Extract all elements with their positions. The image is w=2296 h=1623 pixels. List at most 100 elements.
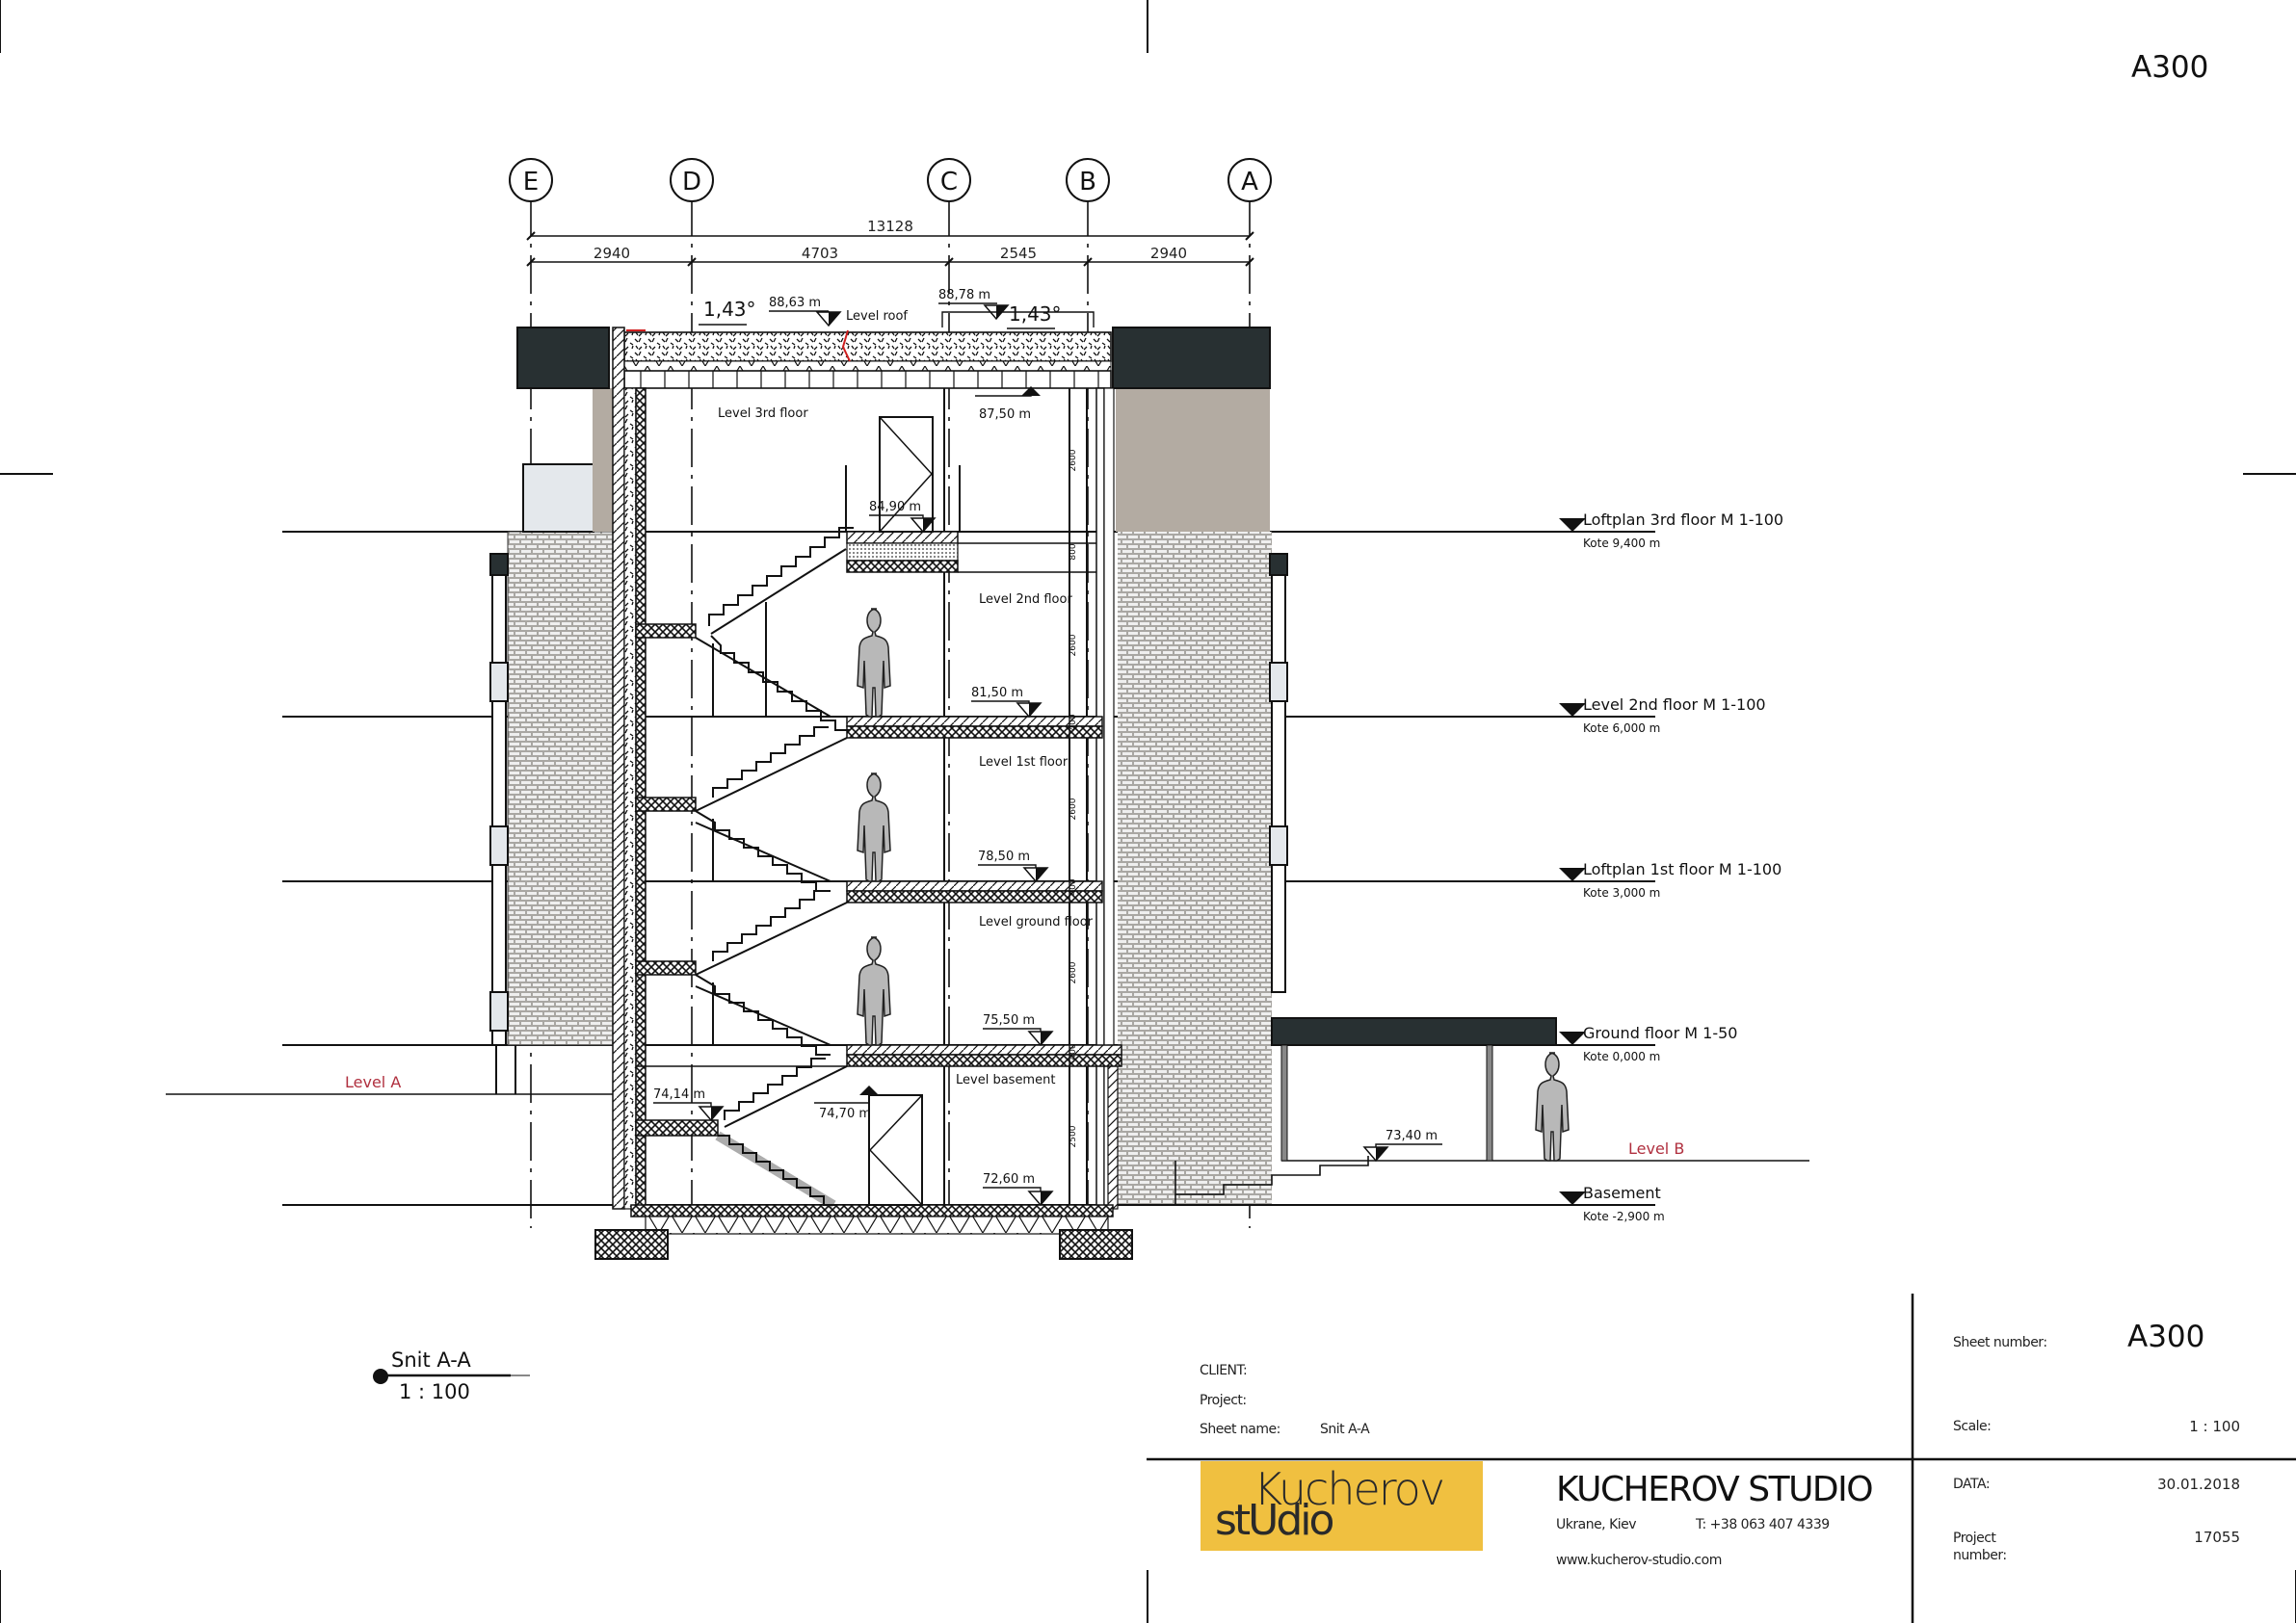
interior-level-label: Level basement: [956, 1073, 1055, 1087]
level-marker-name: Loftplan 1st floor M 1-100: [1583, 860, 1781, 878]
grid-label-b: B: [1079, 168, 1096, 196]
height-dim: 400: [1069, 1043, 1078, 1060]
level-marker-name: Level 2nd floor M 1-100: [1583, 695, 1766, 714]
sheet-name-label: Sheet name:: [1200, 1422, 1280, 1437]
exterior-steps: [1174, 1156, 1369, 1205]
view-title: Snit A-A: [391, 1348, 471, 1372]
project-label: Project:: [1200, 1393, 1247, 1408]
stairs: [695, 527, 854, 1206]
person-silhouette-2nd: [857, 608, 891, 718]
roof-elev-right: 88,78 m: [938, 288, 990, 302]
studio-logo: Kucherov stUdio: [1201, 1461, 1483, 1551]
right-brick-facade: [1118, 532, 1272, 1204]
left-upper-cladding: [593, 388, 614, 532]
person-silhouette-terrace: [1535, 1052, 1570, 1162]
sheet-number-value: A300: [2127, 1320, 2205, 1354]
logo-line-1: Kucherov: [1254, 1463, 1445, 1515]
roof-level-label: Level roof: [846, 309, 908, 324]
left-wall-insulation: [623, 387, 637, 1210]
roof-elev-left: 88,63 m: [769, 296, 821, 310]
roof-edge-left: [516, 327, 610, 389]
loft-landing-slab: [846, 531, 959, 544]
left-brick-facade: [508, 532, 614, 1045]
roof-edge-right: [1112, 327, 1271, 389]
grid-label-e: E: [523, 168, 539, 196]
sheet-number-corner: A300: [2131, 50, 2209, 85]
spot-elevation: 87,50 m: [979, 407, 1031, 422]
roof-screed: [623, 331, 1112, 362]
height-dim: 400: [1069, 714, 1078, 730]
spot-elevation: 81,50 m: [971, 686, 1023, 700]
interior-level-label: Level 1st floor: [979, 755, 1069, 770]
height-dim: 2500: [1069, 1125, 1078, 1147]
date-label: DATA:: [1953, 1477, 1991, 1492]
right-upper-cladding: [1116, 388, 1270, 532]
scale-label: Scale:: [1953, 1419, 1992, 1434]
dim-d-c: 4703: [802, 245, 838, 262]
sheet-name-value: Snit A-A: [1320, 1422, 1370, 1437]
dim-b-a: 2940: [1150, 245, 1187, 262]
title-block-frame: [1147, 1294, 2296, 1623]
dim-overall: 13128: [867, 218, 913, 235]
date-value: 30.01.2018: [2157, 1476, 2240, 1493]
spot-elevation: 84,90 m: [869, 500, 921, 514]
canopy-post: [1486, 1044, 1493, 1162]
height-dim: 2600: [1069, 798, 1078, 820]
entrance-canopy: [1271, 1017, 1557, 1046]
level-marker-kote: Kote 0,000 m: [1583, 1050, 1660, 1063]
person-silhouette-ground: [857, 936, 891, 1046]
spot-elevation: 74,70 m: [819, 1107, 871, 1121]
height-dim: 2600: [1069, 634, 1078, 656]
grid-label-c: C: [940, 168, 958, 196]
floor-slabs: [594, 716, 1133, 1260]
dim-c-b: 2545: [1000, 245, 1037, 262]
level-marker-kote: Kote 6,000 m: [1583, 721, 1660, 735]
sheet-number-label: Sheet number:: [1953, 1335, 2047, 1350]
interior-level-label: Level ground floor: [979, 915, 1094, 929]
logo-line-2: stUdio: [1215, 1496, 1334, 1545]
reference-level-b: Level B: [1628, 1139, 1684, 1158]
right-window-frames: [1269, 553, 1288, 993]
person-silhouette-1st: [857, 772, 891, 882]
spot-elevation: 73,40 m: [1386, 1129, 1438, 1143]
height-dim: 800: [1069, 543, 1078, 560]
door-basement: [868, 1094, 923, 1206]
height-dim: 2600: [1069, 449, 1078, 471]
studio-location: Ukrane, Kiev: [1556, 1517, 1637, 1532]
interior-level-label: Level 3rd floor: [718, 406, 808, 421]
client-label: CLIENT:: [1200, 1363, 1248, 1378]
dimension-lines: [526, 231, 1254, 267]
reference-level-a: Level A: [345, 1073, 401, 1091]
door-3rd-floor: [879, 416, 934, 533]
spot-elevation: 72,60 m: [983, 1172, 1035, 1187]
grid-bubbles: [509, 158, 1272, 202]
dim-e-d: 2940: [594, 245, 630, 262]
studio-phone: T: +38 063 407 4339: [1696, 1517, 1830, 1532]
spot-elevation: 75,50 m: [983, 1013, 1035, 1028]
level-marker-name: Loftplan 3rd floor M 1-100: [1583, 510, 1783, 529]
level-marker-kote: Kote -2,900 m: [1583, 1210, 1665, 1223]
level-marker-kote: Kote 3,000 m: [1583, 886, 1660, 900]
spot-elevation: 74,14 m: [653, 1087, 705, 1102]
interior-level-label: Level 2nd floor: [979, 592, 1072, 607]
stair-landings: [635, 623, 719, 1137]
spot-elevation: 78,50 m: [978, 850, 1030, 864]
project-number-label-2: number:: [1953, 1548, 2007, 1563]
roof-slope-left: 1,43°: [703, 298, 756, 321]
level-marker-name: Basement: [1583, 1184, 1661, 1202]
height-dim: 400: [1069, 878, 1078, 895]
left-wall-cladding-layer: [612, 327, 625, 1210]
scale-value: 1 : 100: [2189, 1418, 2240, 1435]
grid-label-d: D: [682, 168, 701, 196]
left-window-frames: [489, 553, 516, 1094]
roof-slope-right: 1,43°: [1009, 302, 1062, 326]
studio-website[interactable]: www.kucherov-studio.com: [1556, 1553, 1722, 1568]
grid-label-a: A: [1241, 168, 1258, 196]
level-marker-kote: Kote 9,400 m: [1583, 537, 1660, 550]
height-dim: 2600: [1069, 961, 1078, 983]
right-wall-frame: [1095, 387, 1105, 1208]
level-marker-name: Ground floor M 1-50: [1583, 1024, 1737, 1042]
view-scale: 1 : 100: [399, 1380, 470, 1403]
